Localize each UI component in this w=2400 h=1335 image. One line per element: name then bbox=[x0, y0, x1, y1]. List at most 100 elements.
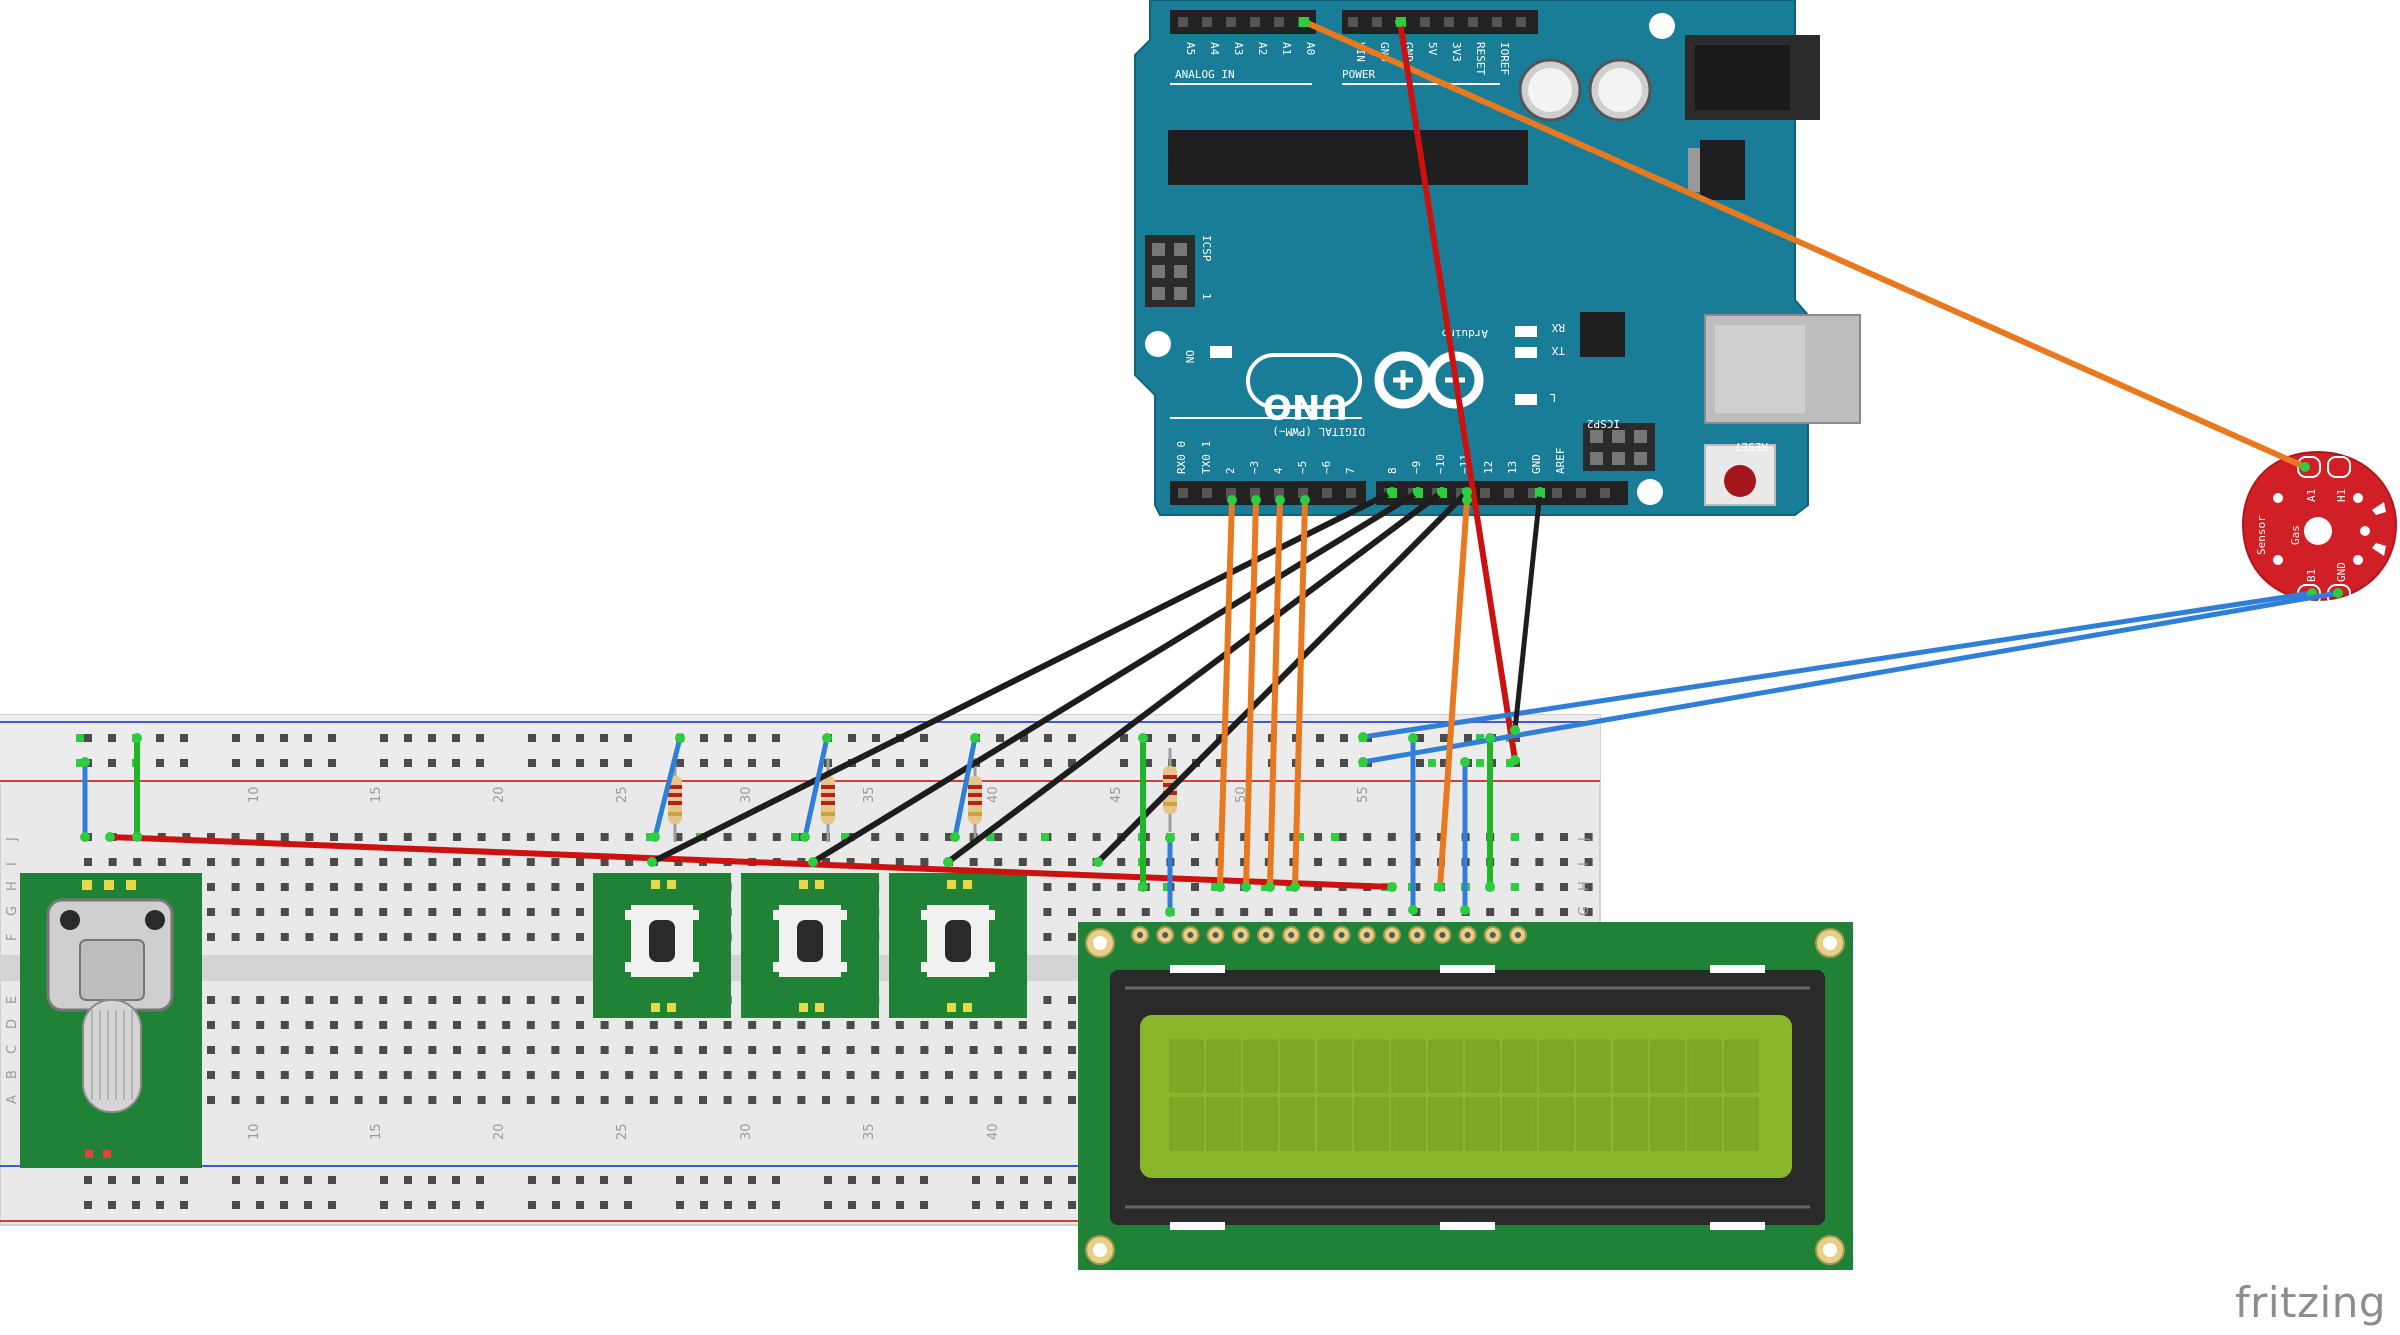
icsp2-pin bbox=[1612, 452, 1625, 465]
breadboard-hole bbox=[477, 1021, 486, 1029]
icsp2-pin bbox=[1612, 430, 1625, 443]
breadboard-rail-hole bbox=[1020, 759, 1028, 767]
lcd-character-cell bbox=[1354, 1039, 1389, 1093]
breadboard-hole bbox=[625, 858, 634, 866]
breadboard-rail-hole bbox=[528, 759, 536, 767]
breadboard-rail-hole bbox=[380, 734, 388, 742]
breadboard-hole bbox=[1092, 908, 1101, 916]
header-pin bbox=[1372, 17, 1382, 27]
header-pin bbox=[1444, 17, 1454, 27]
breadboard-hole bbox=[280, 908, 289, 916]
breadboard-rail-hole bbox=[624, 759, 632, 767]
row-letter: J bbox=[5, 837, 20, 842]
push-button-leg bbox=[839, 910, 847, 920]
lcd-character-cell bbox=[1502, 1097, 1537, 1151]
wire-end bbox=[1460, 905, 1470, 915]
breadboard-hole bbox=[256, 1071, 265, 1079]
breadboard-hole bbox=[822, 833, 830, 841]
column-number: 55 bbox=[1356, 786, 1371, 803]
breadboard-rail-hole bbox=[476, 1176, 484, 1184]
breadboard-hole bbox=[207, 1021, 215, 1029]
wire-end bbox=[1241, 882, 1251, 892]
breadboard-rail-hole bbox=[920, 1201, 928, 1209]
wire-end bbox=[970, 733, 980, 743]
lcd-character-cell bbox=[1391, 1039, 1426, 1093]
gas-sensor-label: B1 bbox=[2305, 569, 2318, 582]
row-letter: J bbox=[1577, 837, 1592, 842]
breadboard-hole bbox=[231, 1021, 240, 1029]
breadboard-hole bbox=[1018, 1071, 1027, 1079]
breadboard-hole bbox=[379, 833, 388, 841]
wire-end bbox=[1408, 905, 1418, 915]
breadboard-hole bbox=[649, 1096, 658, 1104]
analog-pin-label: A5 bbox=[1184, 42, 1197, 55]
wire-end bbox=[132, 733, 142, 743]
wire bbox=[107, 834, 1395, 890]
breadboard-hole bbox=[1338, 858, 1347, 866]
breadboard-hole bbox=[379, 1096, 388, 1104]
breadboard-hole bbox=[330, 1046, 338, 1054]
lcd-character-cell bbox=[1428, 1097, 1463, 1151]
breadboard-hole bbox=[1068, 908, 1076, 916]
digital-pin-label: ~5 bbox=[1296, 461, 1309, 474]
breadboard-hole bbox=[649, 1021, 658, 1029]
breadboard-hole bbox=[576, 1096, 584, 1104]
push-button-leg bbox=[987, 910, 995, 920]
breadboard-hole-connected bbox=[1511, 833, 1519, 841]
breadboard-hole bbox=[354, 1046, 363, 1054]
breadboard-hole bbox=[1117, 908, 1126, 916]
breadboard-hole bbox=[379, 858, 388, 866]
breadboard-rail-hole bbox=[600, 1201, 608, 1209]
breadboard-hole bbox=[330, 1021, 338, 1029]
fritzing-watermark: fritzing bbox=[2234, 1278, 2386, 1327]
uno-logo: UNO bbox=[1246, 353, 1362, 426]
breadboard-hole-connected bbox=[76, 734, 84, 742]
row-letter: D bbox=[5, 1019, 20, 1029]
breadboard-rail-hole bbox=[328, 759, 336, 767]
analog-pin-label: A3 bbox=[1232, 42, 1245, 55]
breadboard-hole bbox=[305, 1046, 314, 1054]
wire bbox=[1397, 19, 1518, 763]
breadboard-rail-hole bbox=[180, 734, 188, 742]
breadboard-hole bbox=[920, 833, 929, 841]
breadboard-hole bbox=[453, 833, 461, 841]
column-number: 30 bbox=[739, 786, 754, 803]
header-pin bbox=[1298, 488, 1308, 498]
push-button-pin bbox=[651, 880, 660, 889]
wire-end bbox=[1358, 732, 1368, 742]
lcd-character-cell bbox=[1613, 1097, 1648, 1151]
breadboard-rail-hole bbox=[772, 759, 780, 767]
header-pin bbox=[1226, 17, 1236, 27]
breadboard-hole bbox=[305, 833, 314, 841]
breadboard-hole bbox=[822, 1021, 830, 1029]
breadboard-hole bbox=[969, 1021, 978, 1029]
breadboard-rail-hole bbox=[848, 1176, 856, 1184]
potentiometer-collar bbox=[79, 939, 145, 1001]
icsp-pins bbox=[1152, 243, 1187, 300]
lcd-character-cell bbox=[1724, 1097, 1759, 1151]
wire-end bbox=[1165, 907, 1175, 917]
breadboard-hole bbox=[1043, 858, 1052, 866]
breadboard-hole bbox=[330, 933, 338, 941]
lcd-bezel-tab bbox=[1170, 1222, 1225, 1230]
breadboard-hole bbox=[551, 996, 560, 1004]
breadboard-hole bbox=[354, 1071, 363, 1079]
breadboard-rail-hole bbox=[404, 1176, 412, 1184]
breadboard-hole bbox=[256, 996, 265, 1004]
resistor-band bbox=[668, 793, 682, 797]
breadboard-hole bbox=[207, 996, 215, 1004]
breadboard-hole bbox=[600, 833, 609, 841]
breadboard-hole bbox=[477, 883, 486, 891]
breadboard-hole bbox=[576, 996, 584, 1004]
mount-hole bbox=[1637, 479, 1663, 505]
breadboard-hole bbox=[403, 908, 412, 916]
breadboard-hole bbox=[699, 1021, 707, 1029]
wire-end bbox=[1215, 882, 1225, 892]
resistor-band bbox=[821, 793, 835, 797]
resistor-band bbox=[1163, 802, 1177, 806]
row-letter: I bbox=[1577, 862, 1592, 866]
breadboard-hole bbox=[207, 1046, 215, 1054]
gas-sensor-label: Sensor bbox=[2255, 515, 2268, 555]
breadboard-hole bbox=[969, 1071, 978, 1079]
